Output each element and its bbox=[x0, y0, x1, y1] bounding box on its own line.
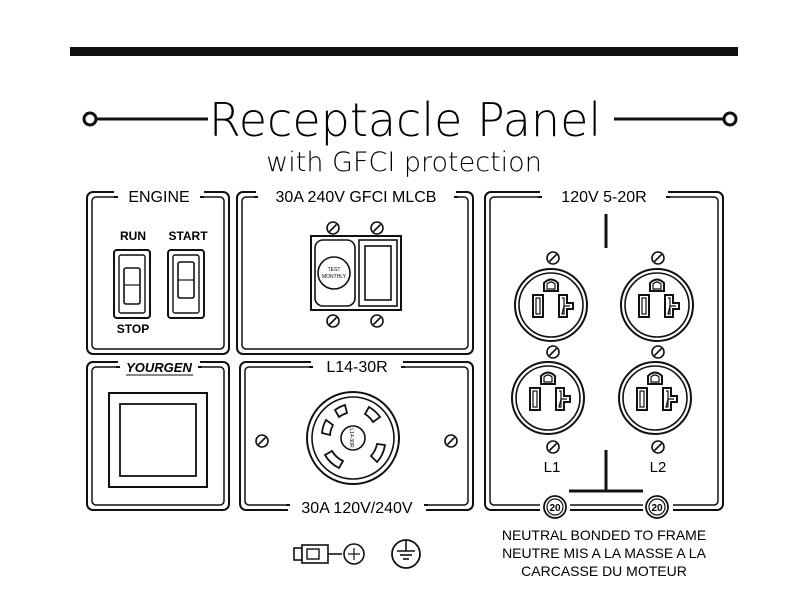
run-label: RUN bbox=[120, 229, 146, 243]
twistlock-rating-label: 30A 120V/240V bbox=[301, 500, 413, 517]
start-label: START bbox=[168, 229, 208, 243]
twist-lock-outlet-icon[interactable]: L14-30R bbox=[306, 391, 400, 485]
screw-icon bbox=[444, 434, 458, 448]
twistlock-center-text: L14-30R bbox=[348, 428, 354, 448]
circuit-breaker-icon[interactable]: TEST MONTHLY bbox=[310, 235, 402, 311]
title-decoration bbox=[82, 111, 738, 127]
screw-icon bbox=[370, 314, 384, 328]
screw-icon bbox=[651, 440, 665, 454]
screw-icon bbox=[326, 221, 340, 235]
note-line-2: NEUTRE MIS A LA MASSE A LA bbox=[502, 545, 707, 561]
page-title: Receptacle Panel bbox=[209, 93, 601, 147]
l2-label: L2 bbox=[650, 459, 667, 476]
screw-icon bbox=[546, 440, 560, 454]
outlet-icon[interactable] bbox=[511, 361, 585, 435]
stop-label: STOP bbox=[117, 322, 149, 336]
brand-panel: YOURGEN bbox=[86, 356, 230, 511]
screw-icon bbox=[370, 221, 384, 235]
breaker-rating-l1: 20 bbox=[549, 503, 561, 514]
run-stop-switch[interactable] bbox=[113, 249, 151, 319]
parallel-port-icon[interactable] bbox=[293, 543, 365, 565]
outlet-icon[interactable] bbox=[618, 361, 692, 435]
test-button-text: TEST bbox=[328, 267, 341, 273]
hour-meter-display bbox=[108, 392, 208, 488]
breaker-rating-l2: 20 bbox=[651, 503, 663, 514]
receptacles-120v-label: 120V 5-20R bbox=[561, 189, 646, 206]
gfci-label: 30A 240V GFCI MLCB bbox=[276, 189, 437, 206]
breaker-button-l1[interactable]: 20 bbox=[543, 495, 567, 519]
gfci-panel: 30A 240V GFCI MLCB bbox=[236, 186, 474, 355]
outlet-icon[interactable] bbox=[620, 268, 694, 342]
top-divider bbox=[70, 47, 738, 56]
twistlock-panel: L14-30R 30A 120V/240V bbox=[239, 356, 474, 517]
brand-logo: YOURGEN bbox=[126, 360, 192, 375]
start-switch[interactable] bbox=[167, 249, 205, 319]
screw-icon bbox=[651, 345, 665, 359]
screw-icon bbox=[546, 345, 560, 359]
twistlock-label: L14-30R bbox=[326, 359, 387, 376]
receptacles-120v-panel: 120V 5-20R bbox=[484, 186, 724, 523]
ground-terminal-icon[interactable] bbox=[391, 539, 421, 569]
screw-icon bbox=[326, 314, 340, 328]
svg-text:MONTHLY: MONTHLY bbox=[322, 274, 347, 280]
screw-icon bbox=[651, 251, 665, 265]
breaker-button-l2[interactable]: 20 bbox=[645, 495, 669, 519]
screw-icon bbox=[546, 251, 560, 265]
l1-label: L1 bbox=[544, 459, 561, 476]
note-line-1: NEUTRAL BONDED TO FRAME bbox=[502, 527, 706, 543]
screw-icon bbox=[255, 434, 269, 448]
engine-panel: ENGINE RUN START STOP bbox=[86, 186, 230, 355]
note-line-3: CARCASSE DU MOTEUR bbox=[521, 563, 687, 579]
page-subtitle: with GFCI protection bbox=[266, 147, 542, 178]
outlet-icon[interactable] bbox=[514, 268, 588, 342]
engine-label: ENGINE bbox=[128, 189, 189, 206]
